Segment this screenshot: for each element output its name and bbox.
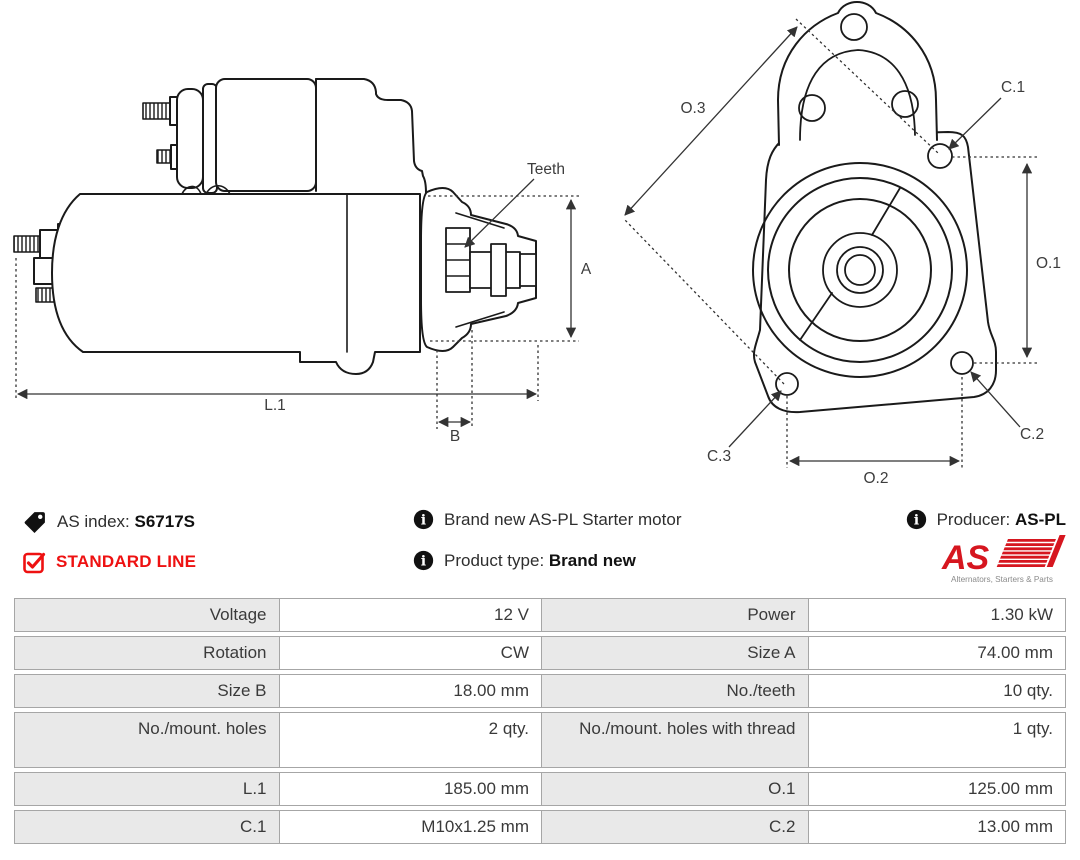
as-pl-logo: AS Alternators, Starters & Parts [938,531,1066,587]
spec-label: No./teeth [541,675,808,707]
info-icon: i [413,550,434,571]
label-c3: C.3 [707,448,731,465]
side-view [13,78,537,375]
spec-label: Rotation [15,637,279,669]
spec-value: 2 qty. [278,713,541,767]
description-text: Brand new AS-PL Starter motor [444,509,682,529]
producer-row: i Producer: AS-PL [906,509,1066,530]
logo-as-text: AS [941,539,990,577]
spec-label: Size A [541,637,808,669]
spec-value: 13.00 mm [807,811,1066,843]
description-row: i Brand new AS-PL Starter motor [413,509,681,530]
svg-text:i: i [913,513,919,529]
spec-table: Voltage 12 V Power 1.30 kW Rotation CW S… [14,598,1066,848]
spec-value: 74.00 mm [807,637,1066,669]
spec-label: Voltage [15,599,279,631]
spec-row: C.1 M10x1.25 mm C.2 13.00 mm [14,810,1066,844]
spec-value: 1.30 kW [807,599,1066,631]
product-type-row: i Product type: Brand new [413,550,636,571]
front-view-dimensions [624,18,1038,468]
spec-label: C.2 [541,811,808,843]
as-index-value: S6717S [134,511,196,531]
label-o2: O.2 [864,470,889,487]
label-c1: C.1 [1001,79,1025,96]
spec-value: 10 qty. [807,675,1066,707]
svg-text:i: i [421,513,427,529]
standard-line-row: STANDARD LINE [22,550,196,574]
info-icon: i [413,509,434,530]
spec-value: 18.00 mm [278,675,541,707]
label-size-b: B [450,428,460,445]
spec-row: No./mount. holes 2 qty. No./mount. holes… [14,712,1066,768]
side-view-dimensions [15,178,579,429]
standard-line-badge: STANDARD LINE [56,552,197,571]
label-teeth: Teeth [527,161,565,178]
front-view [752,1,997,414]
as-index-text: AS index: S6717S [57,512,195,532]
spec-label: Size B [15,675,279,707]
spec-value: CW [278,637,541,669]
spec-label: C.1 [15,811,279,843]
logo-tagline: Alternators, Starters & Parts [951,575,1053,584]
label-o1: O.1 [1036,255,1061,272]
spec-label: L.1 [15,773,279,805]
label-l1: L.1 [264,397,286,414]
svg-text:i: i [421,554,427,570]
as-index-row: AS index: S6717S [22,509,195,534]
product-type-value: Brand new [548,550,636,570]
spec-row: Size B 18.00 mm No./teeth 10 qty. [14,674,1066,708]
spec-value: 12 V [278,599,541,631]
info-icon: i [906,509,927,530]
spec-row: Rotation CW Size A 74.00 mm [14,636,1066,670]
label-size-a: A [581,261,592,278]
spec-value: 125.00 mm [807,773,1066,805]
spec-value: 1 qty. [807,713,1066,767]
as-index-label: AS index: [57,511,130,531]
label-o3: O.3 [681,100,706,117]
producer-label: Producer: [936,509,1011,529]
product-type-label: Product type: [444,550,545,570]
spec-label: No./mount. holes with thread [541,713,808,767]
label-c2: C.2 [1020,426,1044,443]
producer-value: AS-PL [1015,509,1066,529]
tag-icon [22,509,47,534]
checkbox-checked-icon [22,550,46,574]
spec-value: M10x1.25 mm [278,811,541,843]
spec-row: Voltage 12 V Power 1.30 kW [14,598,1066,632]
spec-label: O.1 [541,773,808,805]
starter-motor-technical-drawing: Teeth A L.1 B [13,1,1061,487]
spec-value: 185.00 mm [278,773,541,805]
spec-label: No./mount. holes [15,713,279,767]
spec-row: L.1 185.00 mm O.1 125.00 mm [14,772,1066,806]
spec-label: Power [541,599,808,631]
producer-text: Producer: AS-PL [937,510,1066,530]
product-type-text: Product type: Brand new [444,551,636,571]
